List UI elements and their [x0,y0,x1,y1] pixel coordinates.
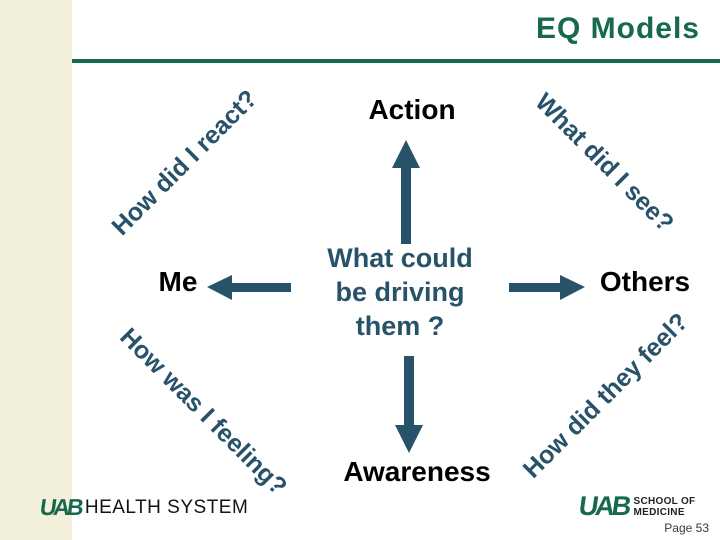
arrow-up-icon [392,140,420,244]
arrow-left-icon [207,275,291,300]
page-number: Page 53 [664,521,709,535]
health-system-label: HEALTH SYSTEM [84,496,249,518]
uab-logo-icon: UAB [38,494,83,520]
school-of-medicine-label: SCHOOL OF MEDICINE [634,496,696,518]
arrow-right-icon [509,275,585,300]
title-divider [72,59,720,63]
diagonal-label-bottom-left: How was I feeling? [114,322,293,501]
uab-logo-icon: UAB [576,491,631,521]
arrow-down-icon [395,356,423,453]
diagonal-label-top-left: How did I react? [106,84,263,241]
uab-school-of-medicine-logo: UAB SCHOOL OF MEDICINE [576,491,696,522]
diagonal-label-bottom-right: How did they feel? [517,307,694,484]
node-others: Others [599,266,691,297]
center-question: What could be driving them ? [327,243,473,341]
node-action: Action [368,94,456,125]
uab-health-system-logo: UAB HEALTH SYSTEM [38,494,249,521]
left-accent-stripe [0,0,72,540]
node-me: Me [158,266,198,297]
school-of-line: SCHOOL OF [633,495,696,507]
medicine-line: MEDICINE [633,506,685,518]
node-awareness: Awareness [343,456,491,487]
diagonal-label-top-right: What did I see? [529,87,680,238]
slide-title: EQ Models [535,12,700,45]
